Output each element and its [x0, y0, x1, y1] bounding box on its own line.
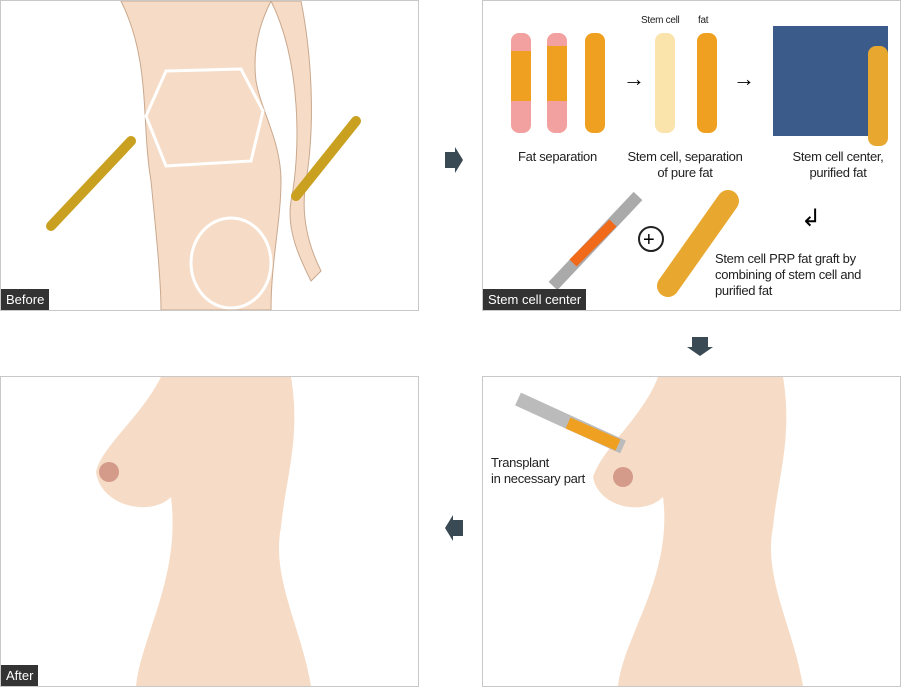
transplant-illustration: [515, 377, 803, 686]
arrow-icon: →: [623, 66, 645, 91]
return-arrow-icon: ↲: [801, 205, 821, 232]
stem-cell-label: Stem cell: [641, 15, 680, 26]
stem-cell-center-tag: Stem cell center: [483, 289, 587, 310]
flow-arrow-right-icon: [445, 147, 463, 173]
cannula-left-icon: [46, 136, 136, 231]
stem-cell-center-panel: → → ↲ + Stem cell fat Fat separation Ste…: [482, 0, 901, 311]
before-tag: Before: [1, 289, 50, 310]
after-panel: After: [0, 376, 419, 687]
fat-label: fat: [698, 15, 709, 26]
fat-separation-label: Fat separation: [518, 149, 597, 164]
after-tag: After: [1, 665, 39, 686]
flow-arrow-down-icon: [687, 337, 713, 356]
liposuction-illustration: [46, 1, 361, 310]
plus-icon: [638, 226, 664, 252]
arrow-icon: →: [733, 66, 755, 91]
before-panel: Before: [0, 0, 419, 311]
cannula-right-icon: [291, 116, 361, 201]
flow-arrow-left-icon: [445, 515, 463, 541]
svg-text:+: +: [643, 229, 655, 251]
center-label: Stem cell center,purified fat: [792, 149, 884, 180]
after-body-illustration: [96, 377, 311, 686]
process-illustration: → → ↲ +: [511, 26, 888, 297]
